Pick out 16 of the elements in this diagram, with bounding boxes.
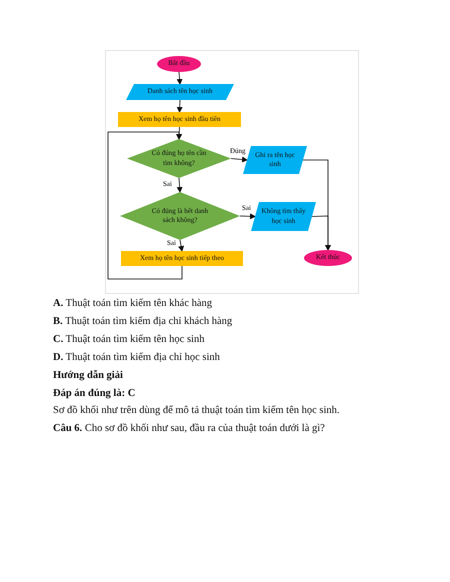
arrow xyxy=(178,240,184,252)
arrow xyxy=(176,178,183,193)
heading: Hướng dẫn giải xyxy=(53,370,123,381)
paragraph: Sơ đồ khối như trên dùng để mô tả thuật toán tìm kiếm tên học sinh. xyxy=(53,405,340,416)
arrow xyxy=(240,213,256,220)
arrow xyxy=(108,132,182,280)
answer-option: A. Thuật toán tìm kiếm tên khác hàng xyxy=(53,298,212,309)
arrow xyxy=(176,72,183,85)
arrow xyxy=(230,156,248,163)
heading: Đáp án đúng là: C xyxy=(53,388,136,399)
arrow xyxy=(312,216,331,251)
arrow xyxy=(176,100,183,113)
paragraph: Câu 6. Cho sơ đồ khối như sau, đầu ra của thuật toán dưới là gì? xyxy=(53,423,325,434)
answer-option: B. Thuật toán tìm kiếm địa chỉ khách hàng xyxy=(53,316,232,327)
answer-option: C. Thuật toán tìm kiếm tên học sinh xyxy=(53,334,204,345)
answer-option: D. Thuật toán tìm kiếm địa chỉ học sinh xyxy=(53,352,220,363)
